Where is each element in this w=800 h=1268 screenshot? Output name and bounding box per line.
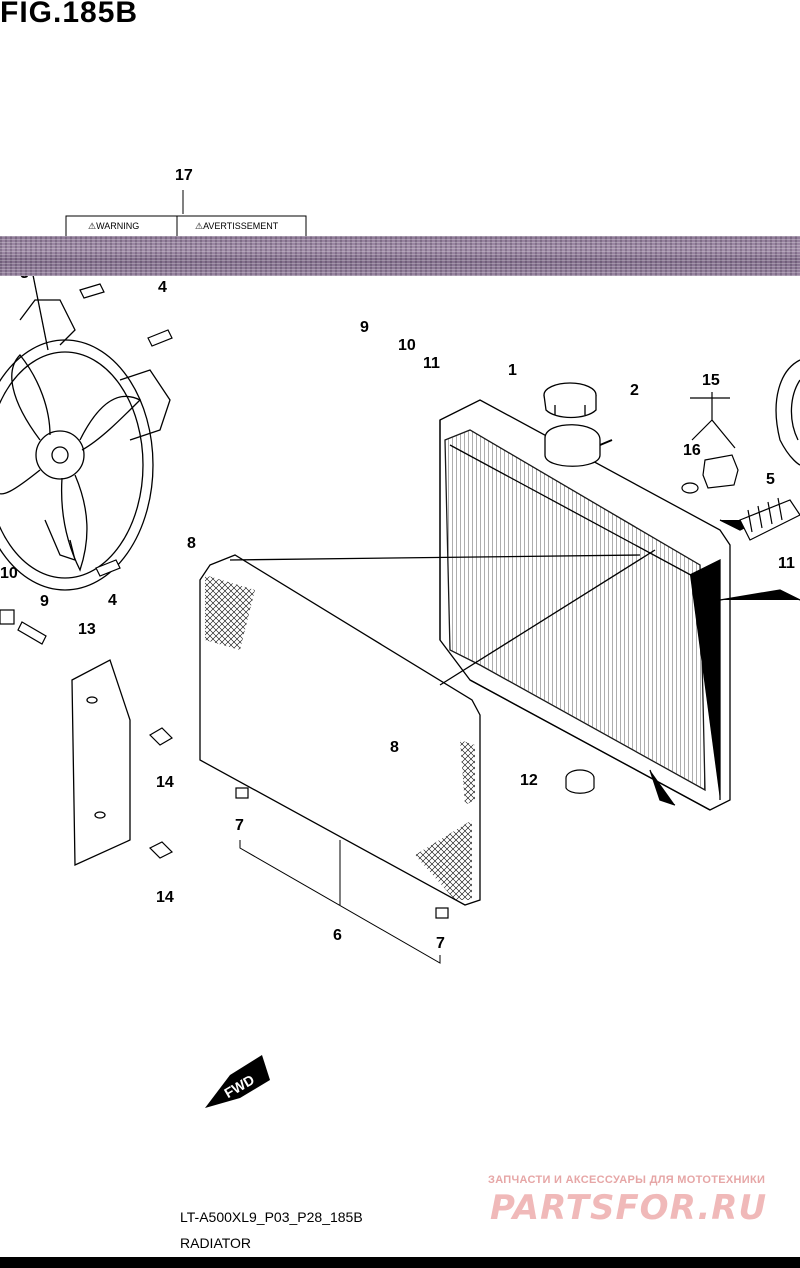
callout-11-right: 11 bbox=[778, 555, 795, 572]
callout-4-bottom: 4 bbox=[108, 592, 117, 609]
callout-5: 5 bbox=[766, 471, 775, 488]
callout-16: 16 bbox=[683, 442, 701, 459]
callout-14-bottom: 14 bbox=[156, 889, 174, 906]
radiator-core bbox=[439, 399, 800, 811]
callout-9-top: 9 bbox=[360, 319, 369, 336]
model-code: LT-A500XL9_P03_P28_185B bbox=[180, 1209, 363, 1225]
callout-11-top: 11 bbox=[423, 355, 440, 372]
decal-warning-text: ⚠WARNING bbox=[88, 221, 139, 231]
bolts-left bbox=[0, 283, 173, 645]
warning-decal: ⚠WARNING ⚠AVERTISSEMENT bbox=[65, 190, 307, 239]
callout-14-top: 14 bbox=[156, 774, 174, 791]
watermark-tagline: ЗАПЧАСТИ И АКСЕССУАРЫ ДЛЯ МОТОТЕХНИКИ bbox=[488, 1174, 766, 1186]
fwd-arrow-icon: FWD bbox=[205, 1055, 270, 1108]
callout-17: 17 bbox=[175, 167, 193, 184]
shroud-plate-13 bbox=[71, 659, 131, 867]
clips-7 bbox=[235, 787, 449, 919]
radiator-screen bbox=[199, 549, 656, 906]
callout-10-top: 10 bbox=[398, 337, 416, 354]
callout-1: 1 bbox=[508, 362, 517, 379]
callout-10-left: 10 bbox=[0, 565, 18, 582]
callout-12: 12 bbox=[520, 772, 538, 789]
bottom-bar bbox=[0, 1257, 800, 1268]
callout-15: 15 bbox=[702, 372, 720, 389]
screws-14 bbox=[148, 727, 174, 859]
cooling-fan-right bbox=[775, 359, 800, 466]
callout-7-right: 7 bbox=[436, 935, 445, 952]
scan-noise-band bbox=[0, 236, 800, 276]
section-name: RADIATOR bbox=[180, 1235, 252, 1251]
callout-7-left: 7 bbox=[235, 817, 244, 834]
figure-title: FIG.185B bbox=[0, 0, 139, 29]
callout-4-top: 4 bbox=[158, 279, 167, 296]
decal-avertissement-text: ⚠AVERTISSEMENT bbox=[195, 221, 279, 231]
cooling-fan-left bbox=[0, 249, 171, 591]
callout-9-left: 9 bbox=[40, 593, 49, 610]
callout-2: 2 bbox=[630, 382, 639, 399]
radiator-cap bbox=[543, 382, 597, 419]
watermark-logo: PARTSFOR.RU bbox=[490, 1188, 768, 1228]
fan-thermo-switch bbox=[681, 392, 739, 494]
callout-labels: 17 3 4 9 10 11 1 2 15 16 5 8 10 9 4 11 1… bbox=[0, 167, 795, 952]
hose-5 bbox=[739, 497, 800, 541]
leader-lines bbox=[239, 840, 441, 964]
callout-6: 6 bbox=[333, 927, 342, 944]
callout-8-top: 8 bbox=[187, 535, 196, 552]
grommet-12 bbox=[565, 769, 595, 794]
callout-13: 13 bbox=[78, 621, 96, 638]
callout-8-mid: 8 bbox=[390, 739, 399, 756]
